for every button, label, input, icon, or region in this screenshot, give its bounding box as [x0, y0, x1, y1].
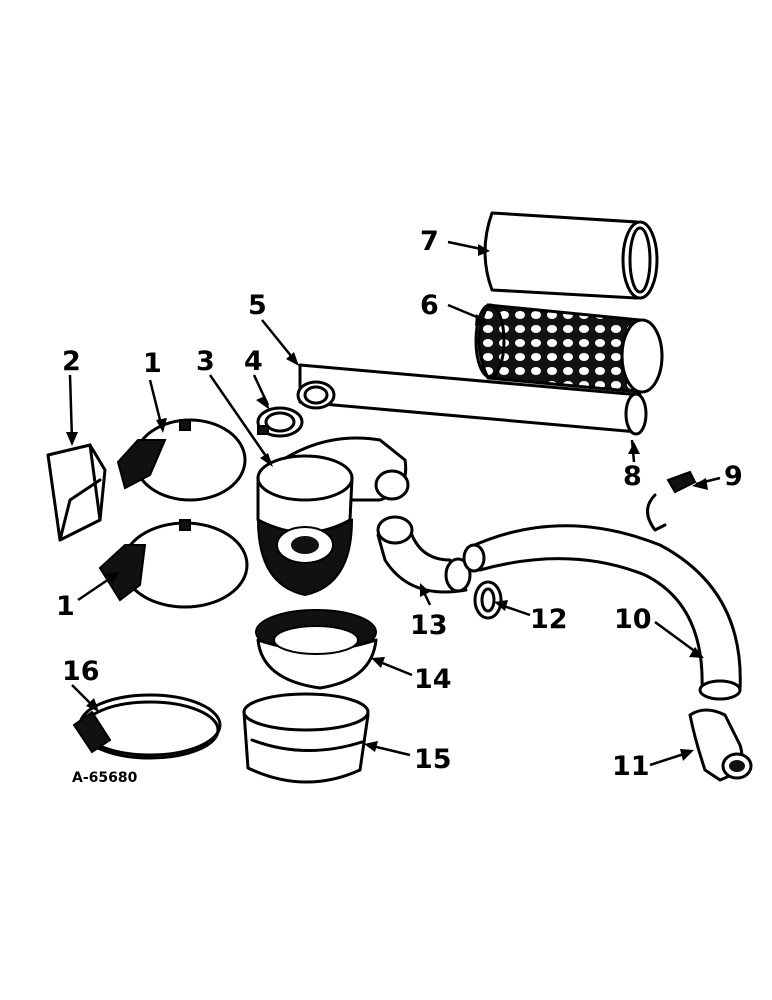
filter-sleeve-part	[483, 211, 659, 300]
callout-3: 3	[196, 346, 215, 377]
callout-11: 11	[612, 751, 650, 782]
mesh-filter-part	[474, 303, 664, 394]
callout-1-lower: 1	[56, 591, 75, 622]
callout-10: 10	[614, 604, 652, 635]
callout-1-upper: 1	[143, 348, 162, 379]
oil-cup-insert-part	[255, 609, 378, 690]
pipe-elbow-cap-part	[688, 708, 753, 782]
small-clamp-part	[473, 580, 503, 620]
callout-9: 9	[724, 461, 743, 492]
callout-15: 15	[414, 744, 452, 775]
lower-band-clamp-part	[98, 519, 249, 609]
callout-13: 13	[410, 610, 448, 641]
callout-5: 5	[248, 290, 267, 321]
hose-clamp-part	[256, 406, 304, 438]
callout-12: 12	[530, 604, 568, 635]
reference-code: A-65680	[72, 770, 138, 786]
callout-8: 8	[623, 461, 642, 492]
callout-2: 2	[62, 346, 81, 377]
mounting-bracket-part	[46, 443, 107, 542]
callout-7: 7	[420, 226, 439, 257]
cup-clamp-ring-part	[72, 693, 222, 760]
callout-6: 6	[420, 290, 439, 321]
leader-lines	[66, 240, 721, 767]
callout-labels: 1 1 2 3 4 5 6 7 8 9 10 11 12 13 14 15 16…	[56, 226, 743, 786]
air-cleaner-body-part	[256, 436, 410, 597]
upper-band-clamp-part	[116, 418, 247, 502]
intake-tube-part	[296, 363, 648, 436]
pipe-clip-part	[646, 470, 697, 532]
oil-cup-part	[242, 692, 370, 784]
elbow-hose-part	[376, 515, 472, 594]
callout-4: 4	[244, 346, 263, 377]
callout-14: 14	[414, 664, 452, 695]
callout-16: 16	[62, 656, 100, 687]
curved-pipe-part	[462, 524, 742, 701]
